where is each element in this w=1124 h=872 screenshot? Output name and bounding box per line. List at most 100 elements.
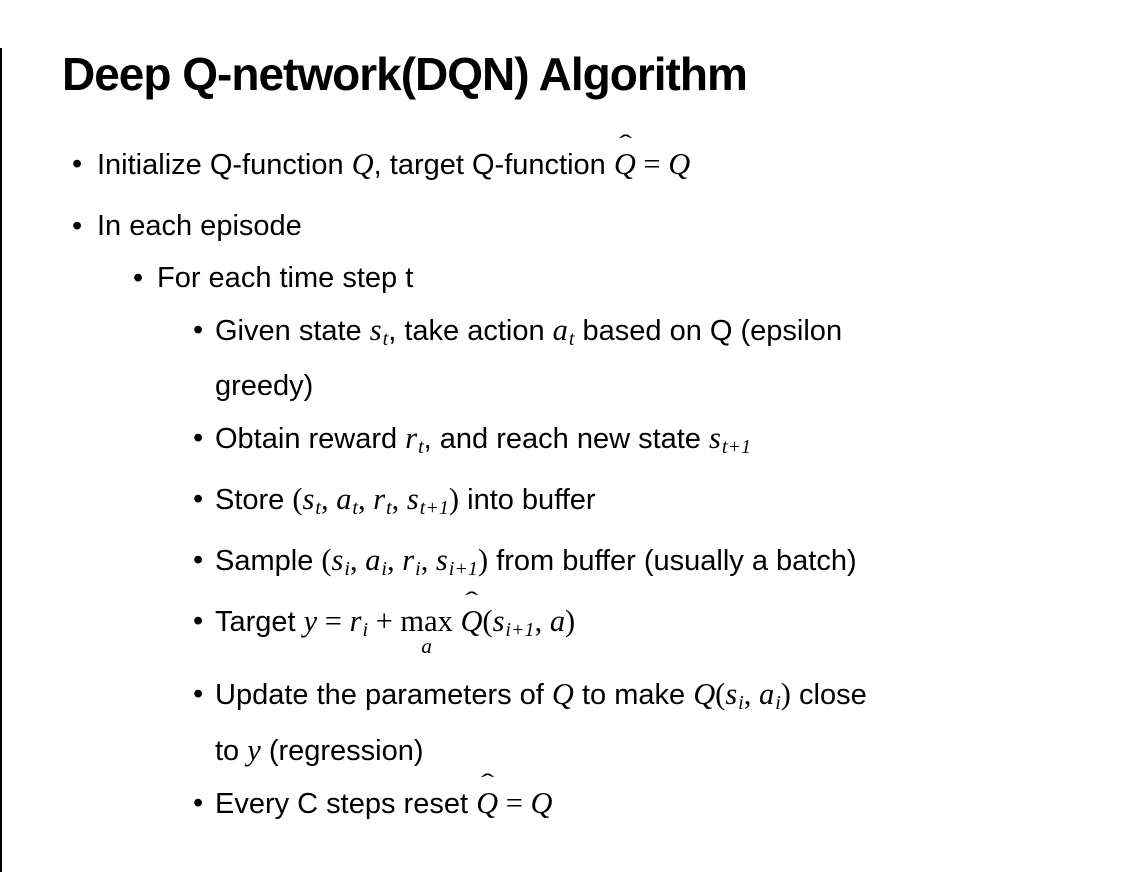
math-subscript: i [362, 619, 369, 642]
math-var: rt [373, 482, 392, 520]
math-subscript: t [352, 497, 358, 520]
math-var: st+1 [709, 421, 752, 459]
bullet-list: • Initialize Q-function Q , target Q-funct… [0, 131, 1124, 828]
math-var: Q [668, 147, 691, 181]
math-op: , [743, 677, 759, 712]
text-run: Every C steps reset [215, 788, 477, 821]
math-subscript: i [415, 558, 421, 581]
math-subscript: i [738, 692, 744, 715]
bullet-item: • Sample (si, ai, ri, si+1) from buffer (… [0, 537, 1124, 593]
text-run: (regression) [260, 735, 424, 768]
bullet-marker: • [133, 262, 144, 294]
math-var: at [552, 313, 575, 351]
math-subscript: i [381, 558, 388, 581]
math-subscript: t [418, 436, 424, 459]
math-var: ri [349, 604, 369, 642]
slide-title: Deep Q-network(DQN) Algorithm [62, 48, 748, 100]
math-subscript: t [386, 497, 392, 520]
math-subscript: i+1 [505, 619, 535, 642]
text-run: Update the parameters of [215, 679, 552, 712]
bullet-text: Initialize Q-function Q , target Q-functi… [97, 131, 691, 189]
text-run: from buffer (usually a batch) [488, 545, 857, 578]
bullet-item: • Initialize Q-function Q , target Q-funct… [0, 131, 1124, 189]
bullet-marker: • [193, 787, 204, 820]
math-op: ) [448, 482, 460, 517]
math-subscript: i+1 [448, 558, 478, 581]
math-subscript: i [775, 692, 781, 715]
bullet-marker: • [72, 210, 83, 242]
math-op: ( [482, 604, 493, 639]
math-op: ) [477, 543, 489, 578]
text-run: to [215, 735, 248, 768]
math-subscript: t+1 [721, 436, 752, 459]
text-run: Target [215, 606, 304, 639]
bullet-text: Store (st, at, rt, st+1) into buffer [215, 476, 596, 532]
hat-accent: ˆ [618, 131, 632, 157]
math-var: Q [551, 677, 574, 712]
bullet-text: Obtain reward rt, and reach new state st… [215, 415, 751, 471]
text-run: Given state [215, 315, 370, 347]
math-op: ) [780, 677, 791, 712]
bullet-item: •Given state st, take action at based on… [0, 307, 1124, 410]
text-run: close [790, 679, 867, 712]
text-run: , take action [388, 315, 553, 347]
math-subscript: t+1 [419, 497, 449, 520]
math-var: Q [693, 677, 716, 712]
text-run: Initialize Q-function [97, 149, 352, 181]
text-run: In each episode [97, 210, 302, 242]
bullet-marker: • [193, 422, 204, 455]
math-var: st+1 [406, 482, 449, 520]
math-subscript: i [344, 558, 350, 581]
bullet-item: • For each time step t [0, 255, 1124, 302]
math-op: = [635, 147, 669, 181]
text-run: For each time step t [157, 262, 414, 294]
text-run: greedy) [215, 370, 314, 403]
bullet-marker: • [193, 483, 204, 516]
math-op: + [368, 604, 401, 639]
bullet-marker: • [193, 678, 204, 711]
bullet-marker: • [193, 314, 204, 346]
math-op: , [420, 543, 436, 578]
math-op: = [498, 786, 531, 821]
math-var: si [725, 677, 744, 715]
math-op: ( [715, 677, 726, 712]
math-op: , [534, 604, 550, 639]
math-op: ( [292, 482, 303, 517]
hat-accent: ˆ [465, 588, 479, 614]
text-run: , target Q-function [373, 149, 614, 181]
bullet-marker: • [193, 544, 204, 577]
math-var: y [247, 733, 261, 768]
bullet-item: • Store (st, at, rt, st+1) into buffer [0, 476, 1124, 532]
bullet-item: • Obtain reward rt, and reach new state s… [0, 415, 1124, 471]
math-var: si+1 [435, 543, 478, 581]
bullet-marker: • [72, 148, 83, 180]
math-op: , [391, 482, 407, 517]
math-var: Q [530, 786, 553, 821]
bullet-text: Update the parameters of Q to make Q(si,… [215, 671, 867, 775]
text-run: , and reach new state [423, 423, 709, 456]
bullet-marker: • [193, 605, 204, 638]
bullet-text: In each episode [97, 203, 302, 250]
bullet-text: Sample (si, ai, ri, si+1) from buffer (u… [215, 537, 857, 593]
math-op: = [317, 604, 350, 639]
math-var: y [303, 604, 318, 639]
math-op: ) [565, 604, 576, 639]
math-var: at [336, 482, 358, 520]
math-op: , [349, 543, 366, 578]
math-subscript: t [315, 497, 321, 520]
text-run: to make [573, 679, 694, 712]
math-var: si+1 [492, 604, 535, 642]
bullet-text: Given state st, take action at based on … [215, 307, 842, 410]
math-subscript: t [382, 328, 389, 351]
text-run: based on Q (epsilon [574, 315, 843, 347]
math-var: rt [405, 421, 424, 459]
text-run: Store [215, 484, 293, 517]
